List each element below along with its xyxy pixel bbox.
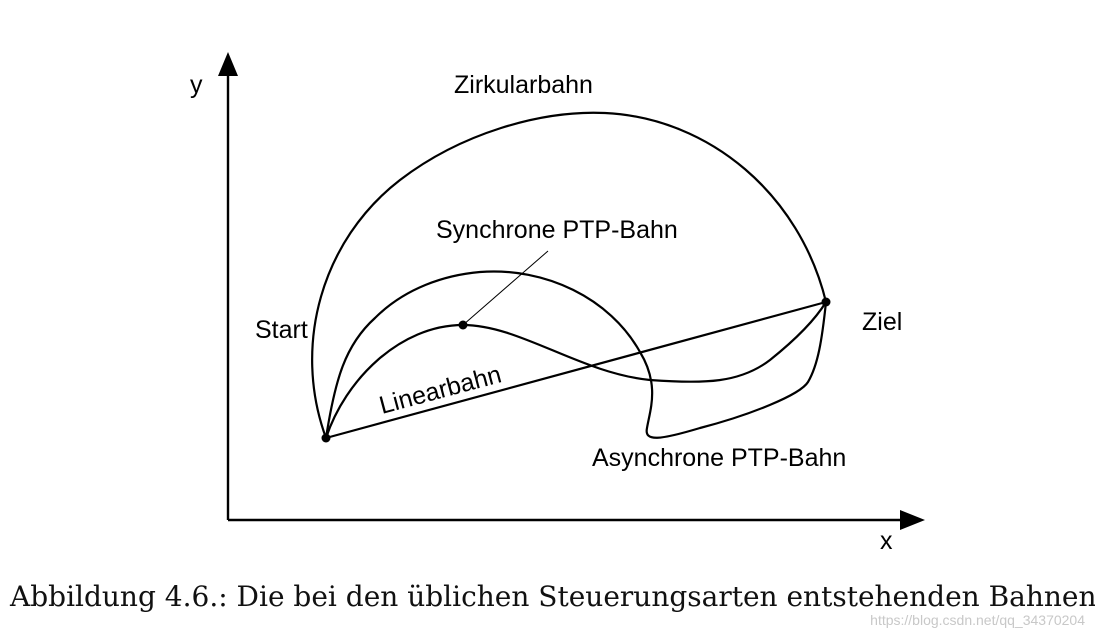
synchronous-midpoint [458, 320, 468, 330]
goal-point [821, 297, 831, 307]
start-label: Start [255, 316, 308, 344]
synchronous-path-label: Synchrone PTP-Bahn [436, 216, 678, 244]
linear-path-label: Linearbahn [376, 360, 504, 419]
start-point [321, 433, 331, 443]
x-axis-arrowhead [900, 510, 925, 530]
asynchronous-ptp-path [324, 270, 828, 440]
asynchronous-path-label: Asynchrone PTP-Bahn [592, 444, 846, 472]
watermark-url: https://blog.csdn.net/qq_34370204 [870, 612, 1085, 628]
circular-path [311, 111, 828, 440]
synchronous-ptp-path [324, 300, 828, 440]
circular-path-label: Zirkularbahn [454, 71, 593, 99]
y-axis-arrowhead [218, 52, 238, 76]
figure-caption: Abbildung 4.6.: Die bei den üblichen Ste… [10, 580, 1095, 613]
synchronous-label-leader [462, 250, 549, 326]
y-axis-label: y [190, 71, 203, 99]
x-axis-label: x [880, 527, 893, 555]
linear-path [324, 300, 828, 440]
goal-label: Ziel [862, 308, 902, 336]
